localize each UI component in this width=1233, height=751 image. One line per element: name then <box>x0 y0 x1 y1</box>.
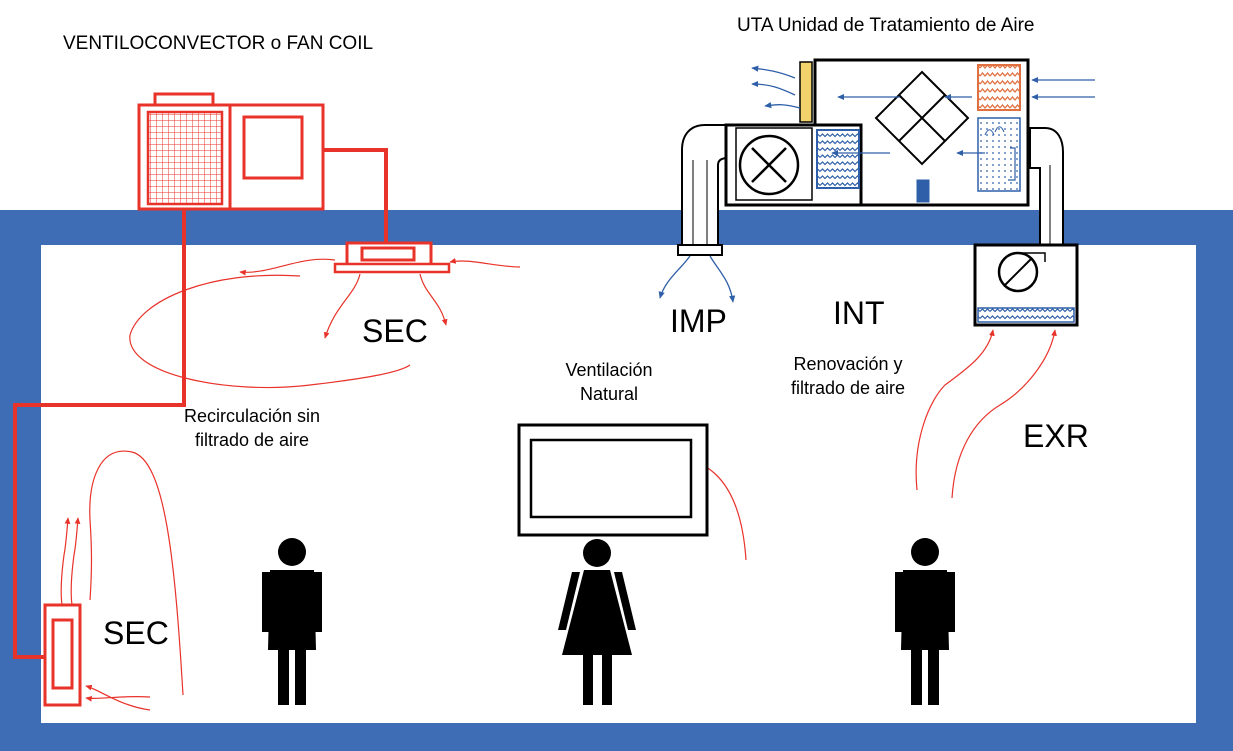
label-imp: IMP <box>670 303 727 339</box>
person-right <box>895 538 955 705</box>
return-fan-unit <box>973 243 1079 327</box>
floor-console-sec <box>43 603 82 707</box>
ceiling-cassette-sec <box>333 241 451 274</box>
label-exr: EXR <box>1023 418 1089 454</box>
person-center <box>558 539 636 705</box>
label-sec-floor: SEC <box>103 615 169 651</box>
fan-coil-unit <box>137 92 325 211</box>
person-left <box>262 538 322 705</box>
note-renovation: Renovación y filtrado de aire <box>790 354 906 399</box>
uta-title: UTA Unidad de Tratamiento de Aire <box>737 15 1035 36</box>
window <box>517 423 709 537</box>
refrigerant-pipe <box>13 148 388 659</box>
uta-unit <box>677 58 1064 256</box>
uta-airflow <box>658 65 1095 303</box>
recirculation-airflow <box>60 258 1057 711</box>
label-int: INT <box>833 295 885 331</box>
label-sec-ceiling: SEC <box>362 313 428 349</box>
fan-coil-title: VENTILOCONVECTOR o FAN COIL <box>63 33 374 54</box>
note-recirculation: Recirculación sin filtrado de aire <box>183 406 321 451</box>
note-natural-ventilation: Ventilación Natural <box>565 360 653 405</box>
